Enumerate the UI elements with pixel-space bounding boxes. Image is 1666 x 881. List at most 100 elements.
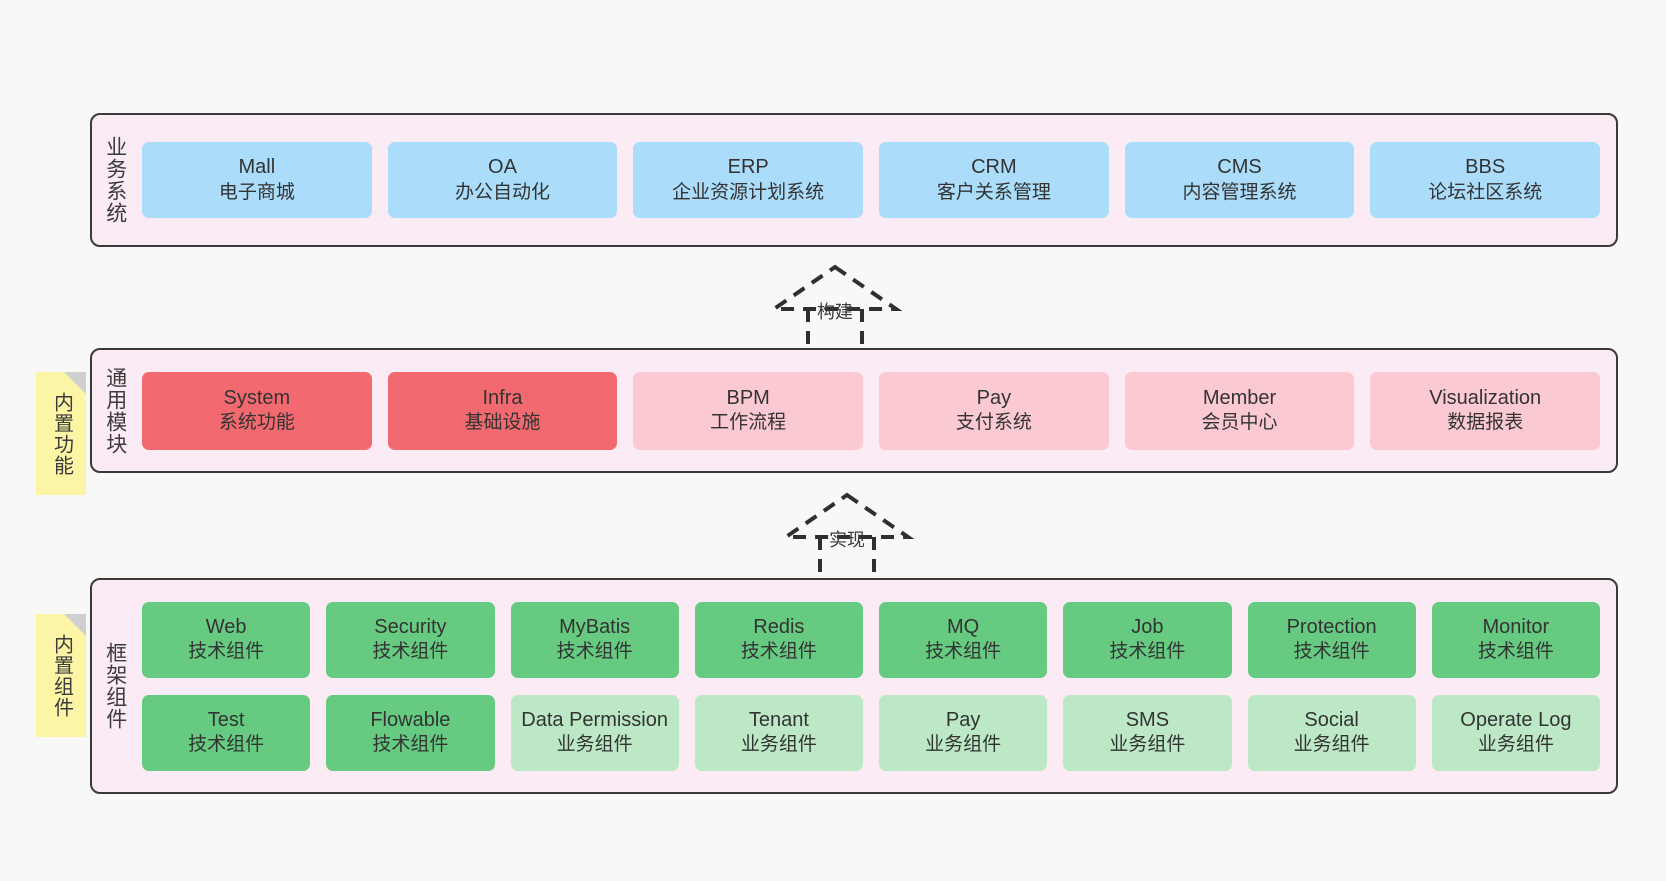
card-title: CMS bbox=[1217, 156, 1262, 179]
card-row: Web 技术组件 Security 技术组件 MyBatis 技术组件 Redi… bbox=[142, 601, 1600, 678]
card-subtitle: 技术组件 bbox=[556, 641, 633, 663]
card-subtitle: 技术组件 bbox=[1293, 641, 1370, 663]
card-title: Monitor bbox=[1482, 615, 1550, 638]
card-subtitle: 基础设施 bbox=[464, 412, 541, 434]
card-title: System bbox=[223, 386, 291, 409]
card-subtitle: 技术组件 bbox=[1109, 641, 1186, 663]
card-subtitle: 技术组件 bbox=[372, 734, 449, 756]
card-subtitle: 业务组件 bbox=[925, 734, 1002, 756]
card-visualization[interactable]: Visualization 数据报表 bbox=[1370, 371, 1601, 450]
card-title: SMS bbox=[1125, 708, 1170, 731]
layer-title-framework-components: 框架组件 bbox=[103, 642, 127, 730]
card-web[interactable]: Web 技术组件 bbox=[142, 601, 311, 678]
card-flowable[interactable]: Flowable 技术组件 bbox=[326, 694, 495, 771]
card-subtitle: 内容管理系统 bbox=[1182, 181, 1297, 203]
card-title: Pay bbox=[945, 708, 981, 731]
card-subtitle: 工作流程 bbox=[710, 412, 787, 434]
connector-build: 构建 bbox=[760, 262, 910, 350]
card-subtitle: 系统功能 bbox=[218, 412, 295, 434]
card-operate-log[interactable]: Operate Log 业务组件 bbox=[1431, 694, 1600, 771]
card-title: Member bbox=[1202, 386, 1277, 409]
card-test[interactable]: Test 技术组件 bbox=[142, 694, 311, 771]
connector-implement: 实现 bbox=[772, 490, 922, 578]
card-title: Infra bbox=[482, 386, 523, 409]
card-title: Operate Log bbox=[1460, 708, 1572, 731]
card-subtitle: 会员中心 bbox=[1201, 412, 1278, 434]
card-bpm[interactable]: BPM 工作流程 bbox=[633, 371, 864, 450]
card-title: MyBatis bbox=[559, 615, 631, 638]
card-subtitle: 企业资源计划系统 bbox=[672, 181, 825, 203]
card-subtitle: 业务组件 bbox=[556, 734, 633, 756]
card-title: ERP bbox=[727, 156, 769, 179]
card-title: Web bbox=[205, 615, 247, 638]
card-subtitle: 客户关系管理 bbox=[936, 181, 1051, 203]
layer-framework-components: 框架组件 Web 技术组件 Security 技术组件 MyBatis 技术组件… bbox=[90, 578, 1618, 794]
card-subtitle: 技术组件 bbox=[925, 641, 1002, 663]
card-tenant[interactable]: Tenant 业务组件 bbox=[694, 694, 863, 771]
layer-body-common-modules: System 系统功能 Infra 基础设施 BPM 工作流程 Pay 支付系统… bbox=[138, 350, 1616, 471]
card-title: Social bbox=[1304, 708, 1359, 731]
card-subtitle: 支付系统 bbox=[955, 412, 1032, 434]
sticky-note-builtin-features: 内置功能 bbox=[36, 372, 86, 495]
card-monitor[interactable]: Monitor 技术组件 bbox=[1431, 601, 1600, 678]
layer-business-systems: 业务系统 Mall 电子商城 OA 办公自动化 ERP 企业资源计划系统 CRM… bbox=[90, 113, 1618, 247]
build-arrow-icon bbox=[767, 264, 903, 350]
connector-implement-label: 实现 bbox=[829, 530, 865, 550]
card-title: Data Permission bbox=[521, 708, 668, 731]
layer-common-modules: 通用模块 System 系统功能 Infra 基础设施 BPM 工作流程 Pay… bbox=[90, 348, 1618, 473]
card-title: MQ bbox=[947, 615, 980, 638]
card-title: Protection bbox=[1286, 615, 1377, 638]
card-social[interactable]: Social 业务组件 bbox=[1247, 694, 1416, 771]
card-row: Mall 电子商城 OA 办公自动化 ERP 企业资源计划系统 CRM 客户关系… bbox=[142, 142, 1601, 218]
card-crm[interactable]: CRM 客户关系管理 bbox=[879, 142, 1109, 218]
layer-title-business-systems: 业务系统 bbox=[103, 136, 127, 224]
card-subtitle: 技术组件 bbox=[1477, 641, 1554, 663]
connector-build-label: 构建 bbox=[817, 302, 853, 322]
card-subtitle: 业务组件 bbox=[1293, 734, 1370, 756]
card-mq[interactable]: MQ 技术组件 bbox=[879, 601, 1048, 678]
card-job[interactable]: Job 技术组件 bbox=[1063, 601, 1232, 678]
card-protection[interactable]: Protection 技术组件 bbox=[1247, 601, 1416, 678]
card-bbs[interactable]: BBS 论坛社区系统 bbox=[1370, 142, 1601, 218]
card-subtitle: 业务组件 bbox=[1109, 734, 1186, 756]
card-subtitle: 技术组件 bbox=[188, 641, 265, 663]
card-title: OA bbox=[488, 156, 517, 179]
card-infra[interactable]: Infra 基础设施 bbox=[387, 371, 618, 450]
sticky-note-builtin-components: 内置组件 bbox=[36, 614, 86, 737]
card-subtitle: 业务组件 bbox=[1477, 734, 1554, 756]
card-erp[interactable]: ERP 企业资源计划系统 bbox=[633, 142, 864, 218]
card-subtitle: 电子商城 bbox=[218, 181, 295, 203]
card-title: Test bbox=[207, 708, 245, 731]
card-title: Job bbox=[1131, 615, 1164, 638]
card-mall[interactable]: Mall 电子商城 bbox=[142, 142, 372, 218]
card-title: BPM bbox=[726, 386, 770, 409]
card-sms[interactable]: SMS 业务组件 bbox=[1063, 694, 1232, 771]
card-subtitle: 技术组件 bbox=[740, 641, 817, 663]
card-subtitle: 办公自动化 bbox=[455, 181, 551, 203]
card-title: Visualization bbox=[1429, 386, 1542, 409]
card-system[interactable]: System 系统功能 bbox=[142, 371, 372, 450]
card-title: Security bbox=[374, 615, 447, 638]
card-oa[interactable]: OA 办公自动化 bbox=[387, 142, 618, 218]
sticky-note-label: 内置组件 bbox=[50, 633, 73, 718]
card-security[interactable]: Security 技术组件 bbox=[326, 601, 495, 678]
card-pay-component[interactable]: Pay 业务组件 bbox=[879, 694, 1048, 771]
card-data-permission[interactable]: Data Permission 业务组件 bbox=[510, 694, 679, 771]
implement-arrow-icon bbox=[779, 492, 915, 578]
card-redis[interactable]: Redis 技术组件 bbox=[694, 601, 863, 678]
card-row: System 系统功能 Infra 基础设施 BPM 工作流程 Pay 支付系统… bbox=[142, 371, 1601, 450]
card-title: Tenant bbox=[748, 708, 809, 731]
card-member[interactable]: Member 会员中心 bbox=[1124, 371, 1355, 450]
card-subtitle: 论坛社区系统 bbox=[1428, 181, 1543, 203]
card-row: Test 技术组件 Flowable 技术组件 Data Permission … bbox=[142, 694, 1600, 771]
layer-body-framework-components: Web 技术组件 Security 技术组件 MyBatis 技术组件 Redi… bbox=[138, 580, 1616, 792]
card-title: Pay bbox=[976, 386, 1012, 409]
card-title: CRM bbox=[971, 156, 1017, 179]
note-fold-corner-icon bbox=[64, 614, 86, 636]
card-cms[interactable]: CMS 内容管理系统 bbox=[1124, 142, 1355, 218]
sticky-note-label: 内置功能 bbox=[50, 391, 73, 476]
layer-body-business-systems: Mall 电子商城 OA 办公自动化 ERP 企业资源计划系统 CRM 客户关系… bbox=[138, 115, 1616, 245]
card-pay-module[interactable]: Pay 支付系统 bbox=[879, 371, 1109, 450]
layer-title-common-modules: 通用模块 bbox=[103, 366, 127, 455]
card-mybatis[interactable]: MyBatis 技术组件 bbox=[510, 601, 679, 678]
